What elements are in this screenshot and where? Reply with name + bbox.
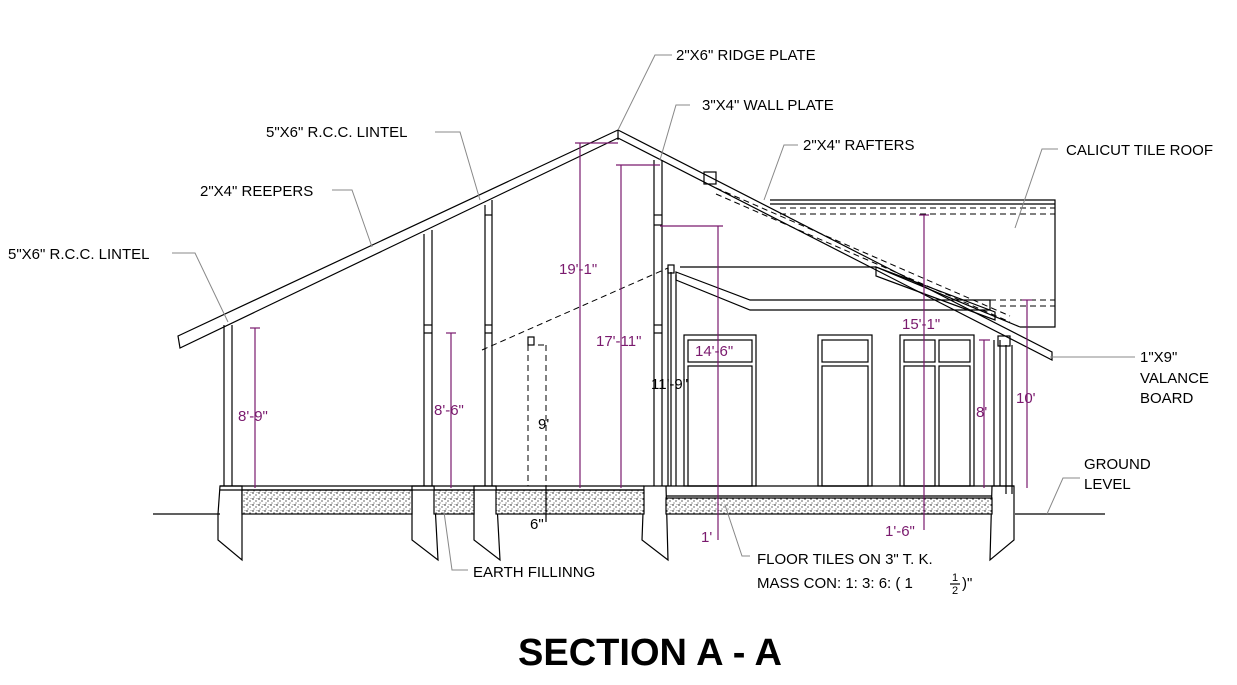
- label-valance-3: BOARD: [1140, 390, 1194, 407]
- earth-filling: [220, 485, 1014, 515]
- walls: [223, 160, 1013, 494]
- dim-11-9: 11'-9": [651, 376, 688, 393]
- dim-9: 9': [538, 416, 549, 433]
- label-wall-plate: 3"X4" WALL PLATE: [702, 97, 834, 114]
- doors: [683, 334, 975, 487]
- label-lintel-top: 5"X6" R.C.C. LINTEL: [266, 124, 408, 141]
- section-title: SECTION A - A: [518, 632, 782, 674]
- label-reepers: 2"X4" REEPERS: [200, 183, 313, 200]
- dim-14-6: 14'-6": [695, 343, 733, 360]
- side-roof: [715, 187, 1056, 328]
- label-floor-1: FLOOR TILES ON 3" T. K.: [757, 551, 933, 568]
- dimension-lines: [250, 142, 1032, 540]
- dim-6in: 6": [530, 516, 544, 533]
- inner-roof: [481, 264, 1021, 486]
- dim-17-11: 17'-11": [596, 333, 641, 350]
- label-floor-fraction-num: 1: [952, 572, 958, 584]
- label-floor-2b: )": [962, 575, 972, 592]
- label-valance-1: 1"X9": [1140, 349, 1177, 366]
- label-ground-1: GROUND: [1084, 456, 1151, 473]
- dim-19-1: 19'-1": [559, 261, 597, 278]
- labels: 2"X6" RIDGE PLATE 3"X4" WALL PLATE 2"X4"…: [8, 47, 1213, 597]
- label-calicut-roof: CALICUT TILE ROOF: [1066, 142, 1213, 159]
- leader-lines: [172, 54, 1135, 571]
- label-ridge-plate: 2"X6" RIDGE PLATE: [676, 47, 816, 64]
- dim-8-6: 8'-6": [434, 402, 464, 419]
- dim-8: 8': [976, 404, 987, 421]
- dim-15-1: 15'-1": [902, 316, 940, 333]
- label-floor-2a: MASS CON: 1: 3: 6: ( 1: [757, 575, 913, 592]
- label-floor-fraction-den: 2: [952, 585, 958, 597]
- dimension-texts: 19'-1" 17'-11" 14'-6" 15'-1" 11'-9" 8'-9…: [238, 261, 1036, 546]
- label-ground-2: LEVEL: [1084, 476, 1131, 493]
- label-lintel-left: 5"X6" R.C.C. LINTEL: [8, 246, 150, 263]
- label-earth-filling: EARTH FILLINNG: [473, 564, 595, 581]
- label-valance-2: VALANCE: [1140, 370, 1209, 387]
- dim-10: 10': [1016, 390, 1036, 407]
- dim-1ft: 1': [701, 529, 712, 546]
- label-rafters: 2"X4" RAFTERS: [803, 137, 915, 154]
- dim-1-6: 1'-6": [885, 523, 915, 540]
- dim-8-9: 8'-9": [238, 408, 268, 425]
